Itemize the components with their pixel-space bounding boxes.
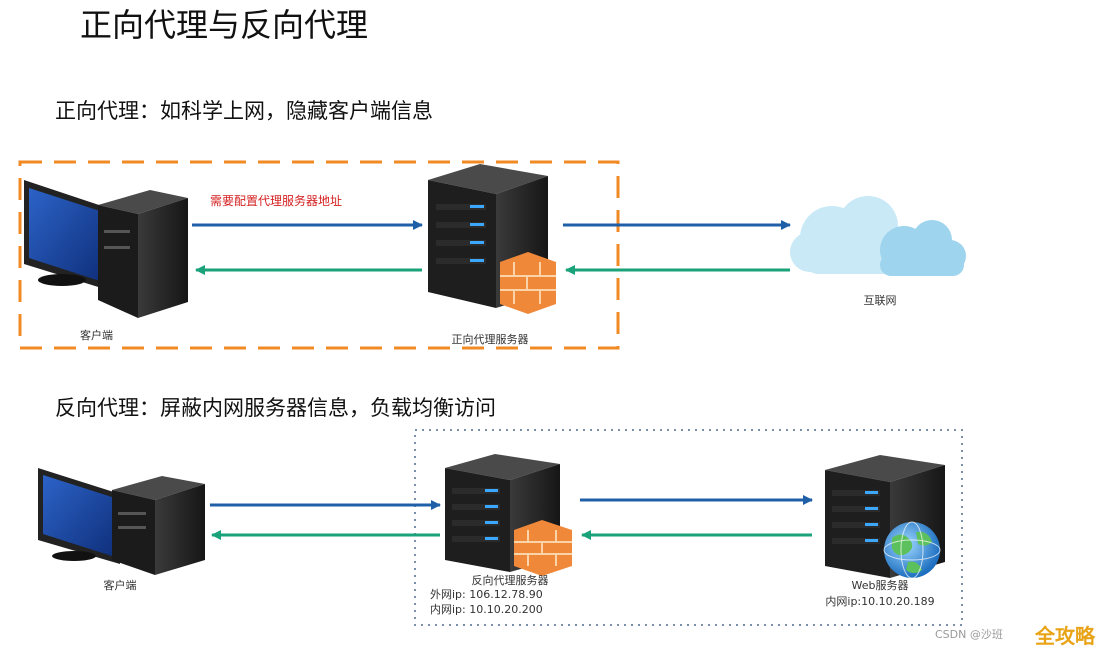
page-title: 正向代理与反向代理 (80, 6, 369, 44)
web-server-ip: 内网ip:10.10.20.189 (825, 595, 935, 608)
reverse-client-label: 客户端 (103, 579, 137, 592)
forward-firewall-icon (500, 252, 556, 314)
globe-icon (883, 521, 941, 579)
csdn-watermark: CSDN @沙班 (935, 628, 1003, 641)
reverse-proxy-heading: 反向代理：屏蔽内网服务器信息，负载均衡访问 (55, 396, 496, 420)
forward-proxy-heading: 正向代理：如科学上网，隐藏客户端信息 (55, 99, 433, 123)
reverse-client-computer-icon (38, 468, 205, 575)
reverse-firewall-icon (514, 520, 572, 576)
brand-logo-text: 全攻略 (1035, 624, 1095, 648)
config-proxy-note: 需要配置代理服务器地址 (210, 194, 343, 208)
web-server-icon (825, 455, 945, 578)
forward-client-label: 客户端 (80, 329, 113, 342)
reverse-proxy-label: 反向代理服务器 (471, 574, 549, 587)
reverse-proxy-frame (414, 429, 963, 626)
reverse-proxy-internal-ip: 内网ip: 10.10.20.200 (430, 603, 543, 616)
internet-cloud-icon (790, 196, 966, 276)
forward-proxy-label: 正向代理服务器 (451, 333, 529, 346)
web-server-label: Web服务器 (851, 579, 909, 592)
reverse-proxy-external-ip: 外网ip: 106.12.78.90 (430, 588, 543, 601)
forward-proxy-frame (18, 160, 620, 350)
internet-label: 互联网 (863, 294, 897, 307)
forward-client-computer-icon (24, 180, 188, 318)
